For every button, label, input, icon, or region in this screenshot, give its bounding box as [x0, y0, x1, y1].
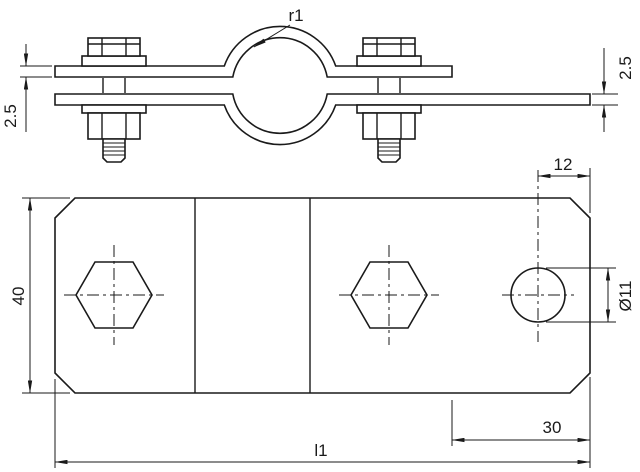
right-bolt: [356, 37, 422, 163]
upper-strap: [54, 25, 453, 78]
right-bolt-washer-bottom: [356, 104, 422, 114]
plate-width-label: 40: [9, 287, 28, 306]
left-bolt-washer-bottom: [81, 104, 147, 114]
plan-view: 40 12 Ø11 30 l1: [9, 155, 635, 468]
right-bolt-thread-lines: [378, 142, 400, 156]
bolt-shank-lines: [102, 78, 401, 93]
right-bolt-nut: [362, 112, 416, 140]
left-bolt-washer-top: [81, 55, 147, 67]
left-bolt: [81, 37, 147, 163]
edge-distance-label: 30: [543, 418, 562, 437]
lower-strap: [54, 93, 591, 146]
hole-offset-label: 12: [554, 155, 573, 174]
lower-plate-thickness-label: 2.5: [616, 56, 635, 80]
dim-lower-plate-thickness: 2.5: [592, 48, 635, 132]
dim-plate-width: 40: [9, 197, 70, 394]
radius-label: r1: [288, 6, 303, 25]
overall-length-label: l1: [314, 441, 327, 460]
centerlines: [64, 170, 574, 345]
dim-overall-length: l1: [54, 379, 591, 468]
right-bolt-head: [362, 37, 416, 57]
dim-radius-r1: r1: [253, 6, 304, 48]
hole-diameter-label: Ø11: [616, 281, 635, 312]
side-view: r1 2.5 2.5: [1, 6, 635, 163]
upper-plate-thickness-label: 2.5: [1, 104, 20, 128]
strap-edge-lines: [194, 198, 311, 393]
dim-upper-plate-thickness: 2.5: [1, 44, 52, 132]
dim-hole-offset: 12: [537, 155, 591, 213]
left-bolt-thread-lines: [103, 142, 125, 156]
left-bolt-nut: [87, 112, 141, 140]
plate-outline: [54, 197, 591, 394]
dim-hole-diameter: Ø11: [546, 267, 635, 323]
dim-edge-distance: 30: [451, 377, 591, 468]
right-bolt-washer-top: [356, 55, 422, 67]
left-bolt-head: [87, 37, 141, 57]
